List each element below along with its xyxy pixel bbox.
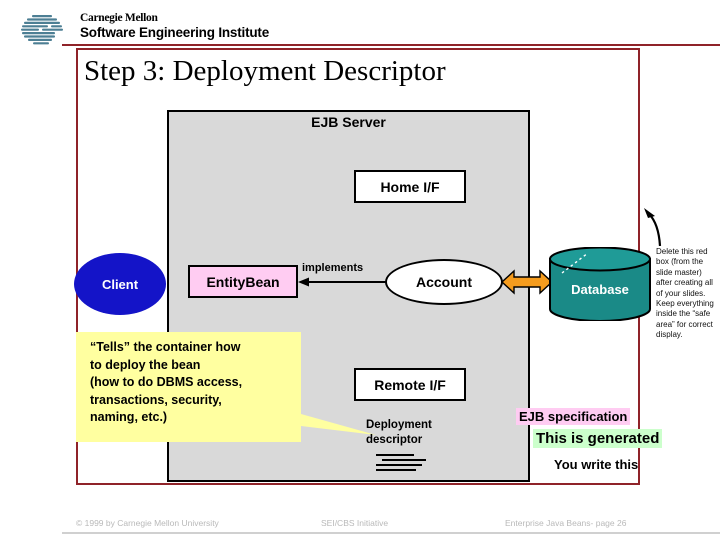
callout-balloon bbox=[76, 332, 376, 442]
sei-logo-wordmark: Carnegie Mellon Software Engineering Ins… bbox=[80, 12, 280, 41]
footer-divider bbox=[62, 532, 720, 534]
footer-copyright: © 1999 by Carnegie Mellon University bbox=[76, 518, 219, 528]
callout-line-1: “Tells” the container how bbox=[90, 340, 241, 354]
page-title: Step 3: Deployment Descriptor bbox=[84, 55, 446, 87]
database-label: Database bbox=[571, 282, 629, 297]
account-node: Account bbox=[385, 259, 503, 305]
descriptor-document-lines-icon bbox=[374, 453, 430, 473]
legend-you-write-this: You write this bbox=[554, 457, 639, 472]
header-divider bbox=[62, 44, 720, 46]
callout-line-3: (how to do DBMS access, bbox=[90, 375, 243, 389]
margin-note-text: Delete this red box (from the slide mast… bbox=[656, 247, 714, 340]
database-link-arrow-icon bbox=[500, 268, 554, 296]
home-interface-box: Home I/F bbox=[354, 170, 466, 203]
callout-text: “Tells” the container how to deploy the … bbox=[90, 339, 300, 427]
footer-initiative: SEI/CBS Initiative bbox=[321, 518, 389, 528]
legend-ejb-specification: EJB specification bbox=[516, 408, 631, 425]
entity-bean-box: EntityBean bbox=[188, 265, 298, 298]
callout-line-5: naming, etc.) bbox=[90, 410, 168, 424]
sei-striped-ellipse-logo-icon bbox=[18, 13, 66, 45]
database-cylinder bbox=[548, 246, 652, 322]
implements-arrow-icon bbox=[298, 275, 390, 287]
deployment-descriptor-label: Deployment descriptor bbox=[366, 418, 486, 447]
callout-line-4: transactions, security, bbox=[90, 392, 222, 407]
curved-up-left-arrow-icon bbox=[644, 206, 676, 247]
remote-interface-box: Remote I/F bbox=[354, 368, 466, 401]
deployment-descriptor-line-1: Deployment bbox=[366, 419, 432, 431]
footer-page-number: Enterprise Java Beans- page 26 bbox=[505, 518, 627, 528]
callout-line-2: to deploy the bean bbox=[90, 357, 201, 372]
ejb-server-label: EJB Server bbox=[311, 114, 386, 130]
deployment-descriptor-line-2: descriptor bbox=[366, 433, 423, 446]
sei-logo-block: Carnegie Mellon Software Engineering Ins… bbox=[18, 12, 278, 48]
client-node: Client bbox=[74, 253, 166, 315]
logo-line-carnegie-mellon: Carnegie Mellon bbox=[80, 12, 158, 24]
implements-edge-label: implements bbox=[302, 262, 364, 274]
logo-line-sei: Software Engineering Institute bbox=[80, 25, 270, 40]
legend-this-is-generated: This is generated bbox=[533, 429, 663, 448]
